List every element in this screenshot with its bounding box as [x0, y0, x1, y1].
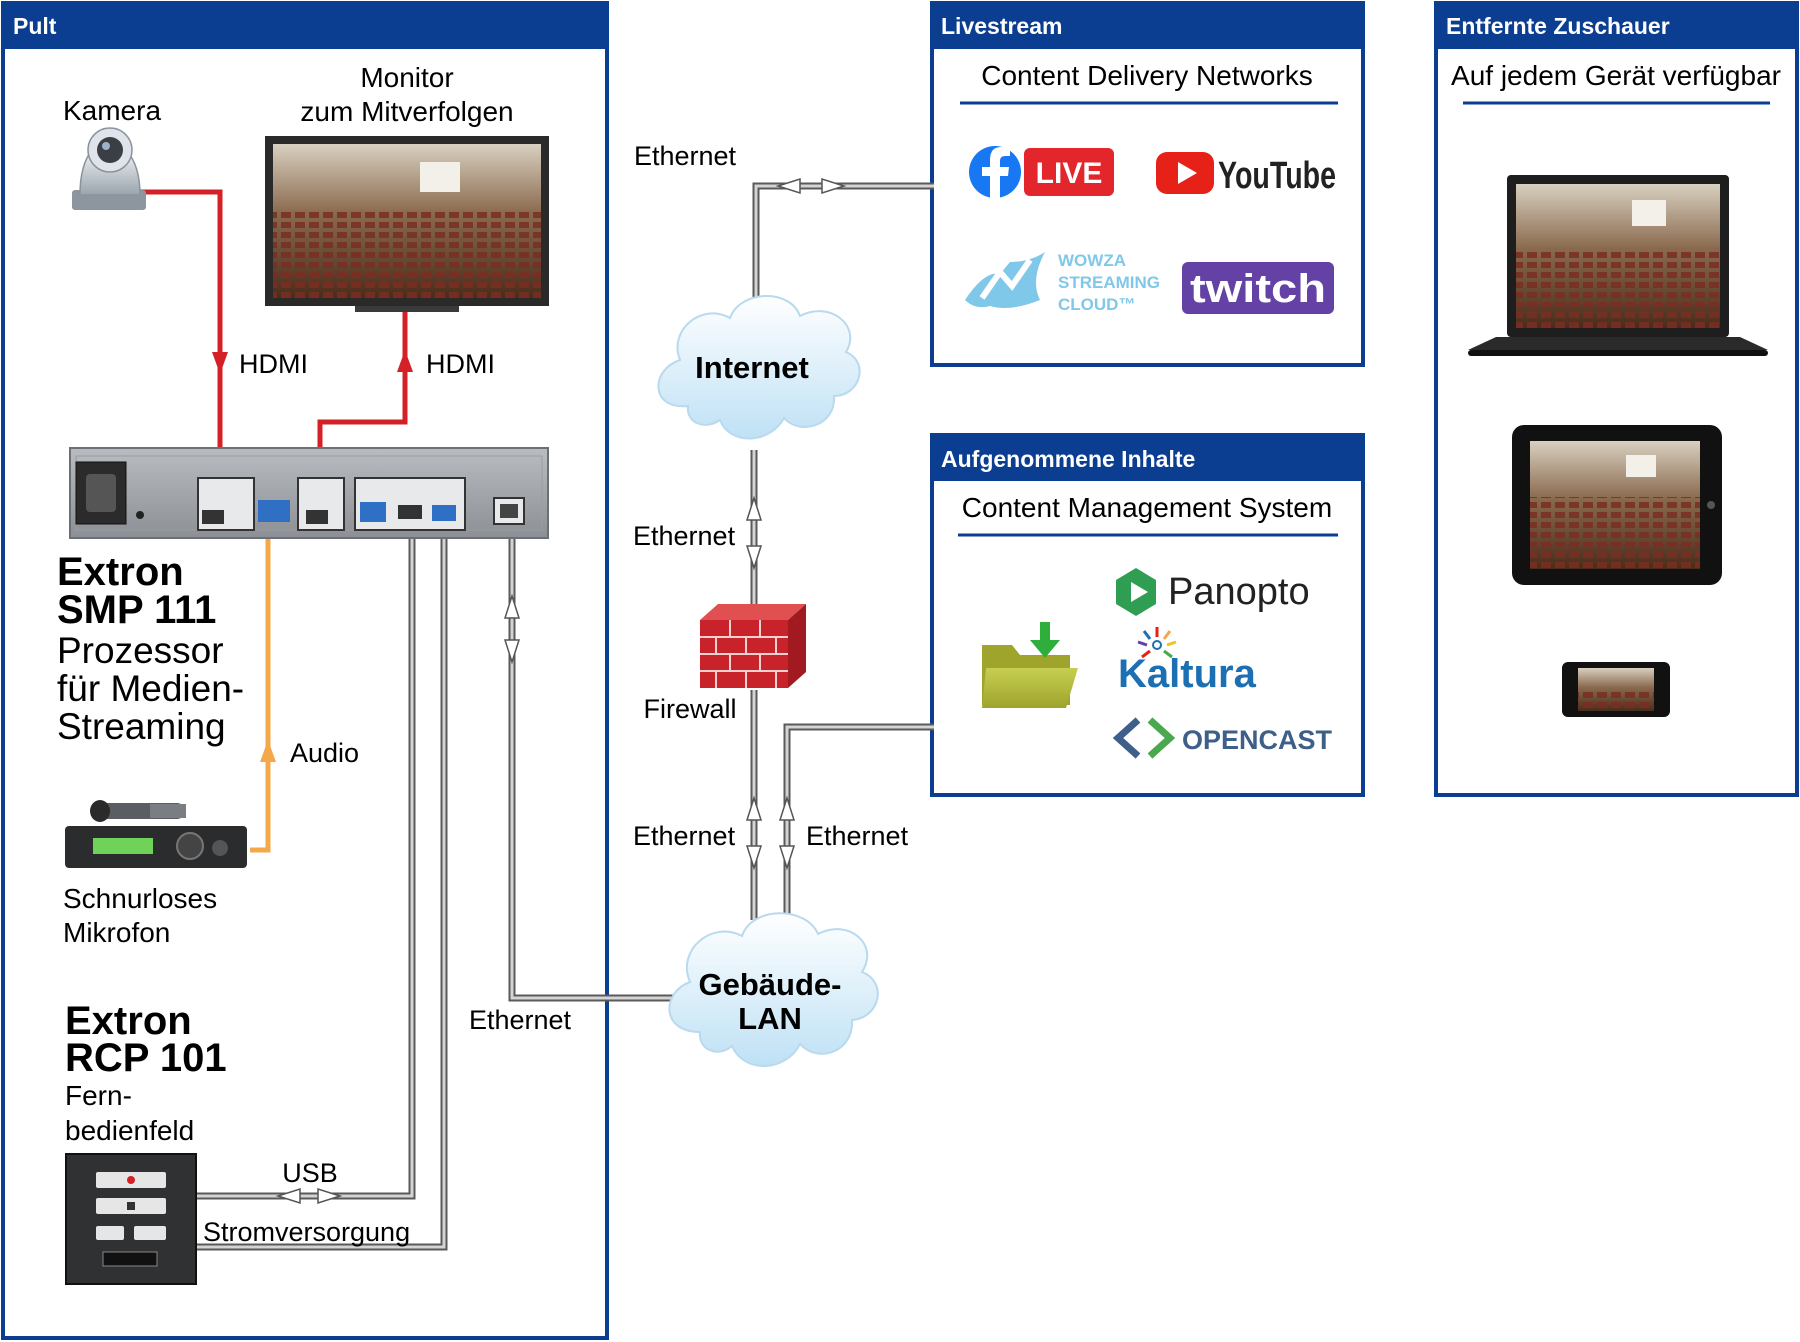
panopto-text: Panopto	[1168, 571, 1310, 613]
smp-label-line3: Prozessor	[57, 630, 224, 671]
building-lan-cloud-icon	[668, 912, 879, 1067]
ethernet-cable-smp-lan	[503, 520, 690, 1002]
internet-label: Internet	[695, 350, 809, 385]
rcp-label-line4: bedienfeld	[65, 1115, 194, 1146]
mic-label-line1: Schnurloses	[63, 883, 217, 914]
smp-label-line2: SMP 111	[57, 588, 216, 632]
power-cable	[196, 520, 448, 1251]
ethernet-cable-internet-cdn	[752, 177, 934, 300]
wireless-mic-icon	[65, 800, 247, 868]
smp-label-line4: für Medien-	[57, 668, 244, 709]
wowza-logo: WOWZA STREAMING CLOUD™	[965, 251, 1160, 314]
kaltura-text: Kaltura	[1118, 652, 1257, 696]
panopto-logo: Panopto	[1116, 568, 1310, 616]
ethernet-lan-cms-label: Ethernet	[806, 821, 909, 851]
kaltura-logo: Kaltura	[1118, 627, 1257, 696]
remote-viewers-panel-title: Entfernte Zuschauer	[1446, 13, 1670, 39]
rcp-label-line2: RCP 101	[65, 1036, 227, 1080]
youtube-text: YouTube	[1218, 155, 1336, 197]
wowza-text-line2: STREAMING	[1058, 273, 1160, 292]
livestream-subtitle: Content Delivery Networks	[981, 60, 1312, 91]
twitch-text: twitch	[1190, 267, 1326, 311]
lan-label-line2: LAN	[738, 1001, 802, 1036]
remote-viewers-subtitle: Auf jedem Gerät verfügbar	[1451, 60, 1781, 91]
opencast-text: OPENCAST	[1182, 725, 1333, 755]
livestream-panel-title: Livestream	[941, 13, 1062, 39]
hdmi-out-label: HDMI	[426, 349, 495, 379]
hdmi-cable-camera	[138, 189, 228, 508]
lan-label-line1: Gebäude-	[699, 967, 842, 1002]
camera-icon	[72, 127, 146, 210]
usb-label: USB	[282, 1158, 338, 1188]
audio-label: Audio	[290, 738, 359, 768]
wowza-text-line3: CLOUD™	[1058, 295, 1135, 314]
rcp-label-line3: Fern-	[65, 1080, 132, 1111]
firewall-icon	[700, 604, 806, 688]
rcp-label-line1: Extron	[65, 999, 192, 1043]
monitor-icon	[265, 136, 549, 312]
smp-label-line1: Extron	[57, 550, 184, 594]
monitor-label-line2: zum Mitverfolgen	[300, 96, 513, 127]
folder-download-icon	[982, 622, 1078, 708]
ethernet-cable-lan-cms	[778, 723, 934, 920]
ethernet-internet-cdn-label: Ethernet	[634, 141, 737, 171]
youtube-logo: YouTube	[1156, 152, 1336, 197]
recorded-subtitle: Content Management System	[962, 492, 1332, 523]
ethernet-firewall-lan-label: Ethernet	[633, 821, 736, 851]
recorded-content-panel-title: Aufgenommene Inhalte	[941, 446, 1195, 472]
audio-cable	[250, 510, 276, 853]
camera-label: Kamera	[63, 95, 161, 126]
ethernet-smp-lan-label: Ethernet	[469, 1005, 572, 1035]
facebook-live-logo: LIVE	[969, 146, 1114, 198]
smartphone-icon	[1562, 662, 1670, 717]
wowza-text-line1: WOWZA	[1058, 251, 1126, 270]
mic-label-line2: Mikrofon	[63, 917, 170, 948]
smp-111-icon	[69, 447, 549, 539]
ethernet-cable-internet-firewall	[745, 450, 763, 605]
usb-cable	[196, 520, 416, 1205]
smp-label-line5: Streaming	[57, 706, 226, 747]
rcp-101-icon	[65, 1153, 197, 1285]
firewall-label: Firewall	[643, 694, 736, 724]
facebook-live-text: LIVE	[1036, 157, 1103, 190]
pult-panel-title: Pult	[13, 13, 57, 39]
recorded-content-panel: Aufgenommene Inhalte Content Management …	[930, 433, 1365, 797]
monitor-label-line1: Monitor	[360, 62, 453, 93]
ethernet-cable-firewall-lan	[745, 690, 763, 920]
ethernet-internet-firewall-label: Ethernet	[633, 521, 736, 551]
hdmi-in-label: HDMI	[239, 349, 308, 379]
internet-cloud-icon	[657, 295, 861, 440]
tablet-icon	[1512, 425, 1722, 585]
power-label: Stromversorgung	[203, 1217, 410, 1247]
twitch-logo: twitch	[1182, 262, 1334, 314]
laptop-icon	[1468, 175, 1768, 356]
opencast-logo: OPENCAST	[1112, 717, 1333, 759]
